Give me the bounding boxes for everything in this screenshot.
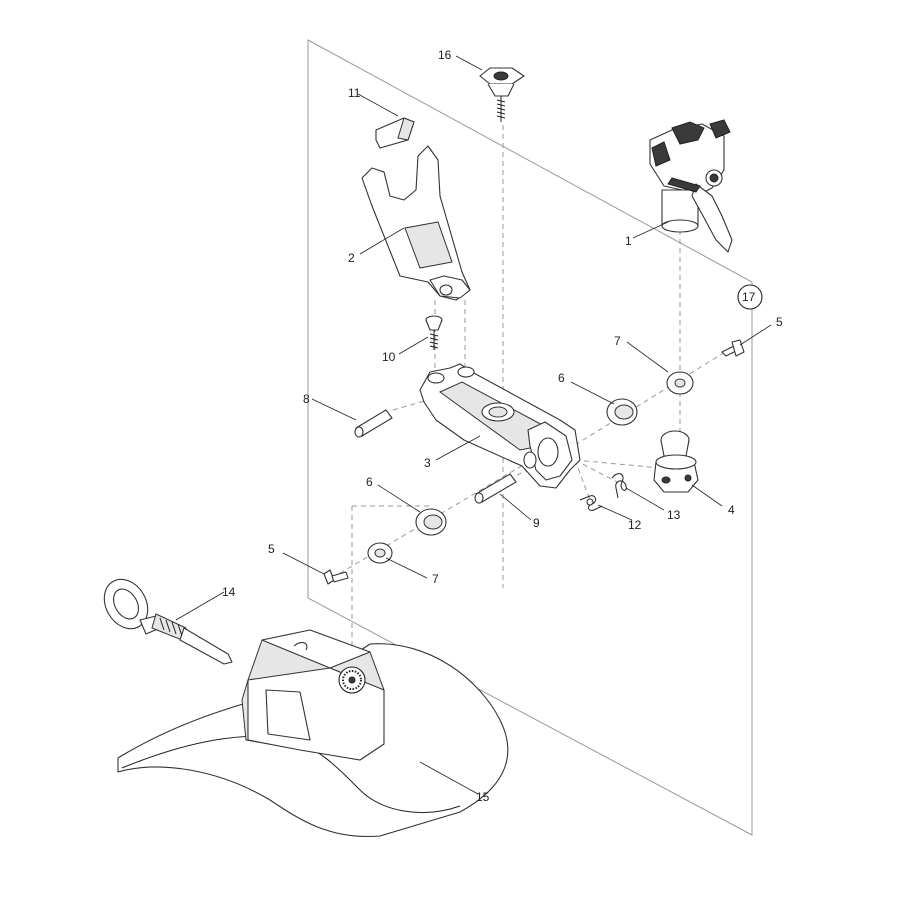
callout-12: 12 bbox=[628, 518, 642, 532]
part-4-knob bbox=[653, 430, 699, 493]
part-6-disc-lower bbox=[415, 508, 447, 536]
callout-7-lower: 7 bbox=[432, 572, 439, 586]
part-5-pin-right bbox=[721, 339, 745, 357]
leader-lines bbox=[175, 55, 772, 795]
part-15-base-plate bbox=[117, 629, 509, 838]
circled-callout-17 bbox=[737, 284, 763, 310]
part-5-pin-left bbox=[323, 569, 349, 585]
callout-labels: 1 2 3 4 5 5 6 6 7 7 8 9 10 11 12 13 14 1… bbox=[222, 48, 783, 804]
callout-16: 16 bbox=[438, 48, 452, 62]
callout-7-upper: 7 bbox=[614, 334, 621, 348]
part-7-washer-lower bbox=[367, 542, 393, 564]
part-10-screw bbox=[425, 315, 443, 350]
callout-2: 2 bbox=[348, 251, 355, 265]
callout-3: 3 bbox=[424, 456, 431, 470]
part-1-clamp-head bbox=[649, 119, 733, 253]
part-3-arm-body bbox=[419, 363, 581, 489]
callout-11: 11 bbox=[348, 86, 361, 100]
callout-8: 8 bbox=[303, 392, 310, 406]
part-14-eye-bolt bbox=[103, 578, 233, 665]
callout-5-left: 5 bbox=[268, 542, 275, 556]
callout-13: 13 bbox=[667, 508, 681, 522]
part-6-disc-upper bbox=[606, 398, 638, 426]
callout-10: 10 bbox=[382, 350, 396, 364]
part-8-pin bbox=[354, 409, 393, 438]
part-9-pin bbox=[474, 473, 517, 504]
callout-5-right: 5 bbox=[776, 315, 783, 329]
callout-4: 4 bbox=[728, 503, 735, 517]
part-16-thumb-screw bbox=[479, 67, 525, 122]
part-2-fork-bracket bbox=[361, 145, 471, 301]
part-7-washer-upper bbox=[666, 371, 694, 395]
callout-15: 15 bbox=[476, 790, 490, 804]
callout-14: 14 bbox=[222, 585, 236, 599]
part-13-spring bbox=[611, 473, 627, 499]
callout-1: 1 bbox=[625, 234, 632, 248]
assembly-frame bbox=[307, 39, 753, 836]
callout-9: 9 bbox=[533, 516, 540, 530]
callout-6-lower: 6 bbox=[366, 475, 373, 489]
part-11-pad bbox=[375, 117, 415, 149]
part-12-spring-clip bbox=[579, 495, 603, 511]
callout-6-upper: 6 bbox=[558, 371, 565, 385]
callout-17: 17 bbox=[742, 290, 756, 304]
